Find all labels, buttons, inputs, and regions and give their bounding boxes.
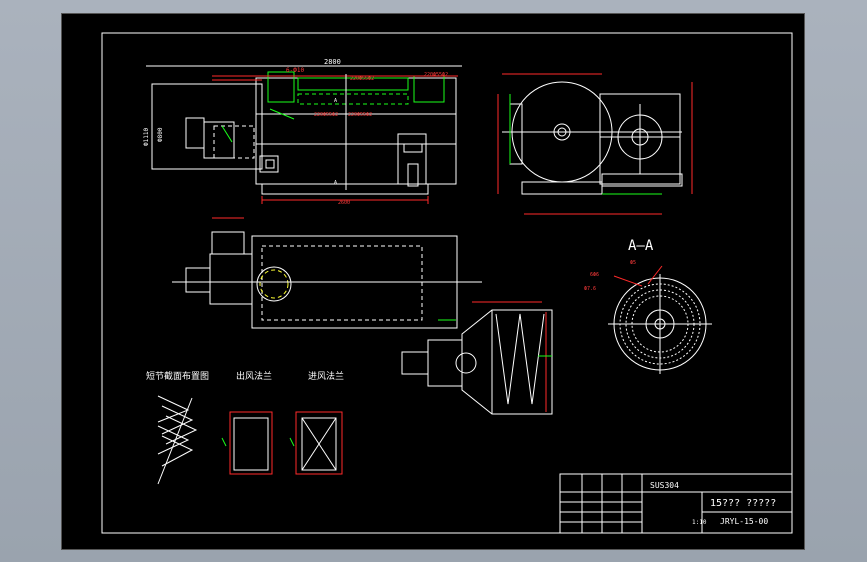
title-block: SUS304 15??? ????? JRYL-15-00 1:10 xyxy=(559,473,793,534)
drawing-sheet[interactable]: 2800 6-Ф10 220Ф55Ф2 220Ф55Ф2 220Ф55Ф2 22… xyxy=(61,13,805,550)
dim-spec-top-1: 220Ф55Ф2 xyxy=(350,76,374,82)
title-name: 15??? ????? xyxy=(710,498,776,509)
title-material: SUS304 xyxy=(650,481,679,490)
dim-flange-label: 6-Ф10 xyxy=(286,67,304,74)
detail-label-left: 短节截面布置图 xyxy=(146,370,209,382)
section-title: A—A xyxy=(628,238,654,254)
plan-view xyxy=(172,217,482,329)
section-mark-top: A xyxy=(334,98,337,104)
dim-spec-mid-2: 220Ф55Ф2 xyxy=(348,112,372,118)
dim-spec-mid-1: 220Ф55Ф2 xyxy=(314,112,338,118)
drawing-canvas[interactable]: 2800 6-Ф10 220Ф55Ф2 220Ф55Ф2 220Ф55Ф2 22… xyxy=(62,14,804,549)
top-view: 2800 6-Ф10 220Ф55Ф2 220Ф55Ф2 220Ф55Ф2 22… xyxy=(143,58,462,206)
detail-views xyxy=(157,395,343,485)
dim-dia-inner: Ф800 xyxy=(157,127,164,142)
section-label-2: Ф5 xyxy=(630,260,636,266)
section-label-3: Ф7.6 xyxy=(584,286,596,292)
detail-label-right: 进风法兰 xyxy=(308,370,344,382)
title-scale: 1:10 xyxy=(692,519,707,526)
drawing-frame xyxy=(101,32,793,534)
dim-bottom-length: 2600 xyxy=(338,200,350,206)
dim-spec-top-2: 220Ф55Ф2 xyxy=(424,72,448,78)
title-drawing-no: JRYL-15-00 xyxy=(720,517,768,526)
dim-overall-length: 2800 xyxy=(324,58,341,66)
section-label-1: 6Ф6 xyxy=(590,272,599,278)
side-view xyxy=(497,73,693,215)
dim-dia-outer: Ф1110 xyxy=(143,128,150,146)
section-aa: A—A 6Ф6 Ф5 Ф7.6 xyxy=(584,238,712,374)
fan-view xyxy=(401,301,553,415)
section-mark-bottom: A xyxy=(334,180,337,186)
detail-label-middle: 出风法兰 xyxy=(236,370,272,382)
